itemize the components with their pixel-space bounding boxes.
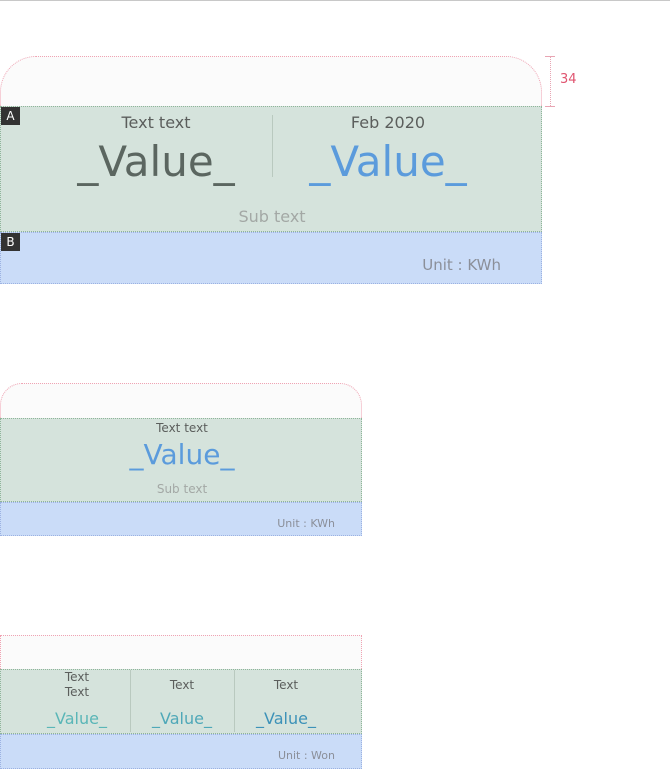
left-value: _Value_ (77, 137, 235, 186)
single-label: Text text (156, 421, 208, 435)
triple-unit-label: Unit : Won (277, 749, 335, 762)
col3-label: Text (273, 678, 299, 692)
col1-value: _Value_ (47, 709, 107, 728)
card-header-rounded (0, 56, 542, 106)
column-divider-1 (130, 670, 131, 732)
zone-b: B Unit : KWh (0, 232, 542, 284)
col1-label-line2: Text (64, 685, 90, 699)
top-divider (0, 0, 670, 1)
card-header-rounded (0, 383, 362, 418)
widget-three-values: Text Text _Value_ Text _Value_ Text _Val… (0, 635, 362, 769)
single-sub-text: Sub text (156, 482, 208, 496)
single-unit-label: Unit : KWh (277, 517, 335, 530)
dimension-label: 34 (560, 72, 577, 87)
zone-b-tag: B (1, 233, 20, 251)
zone-a: A Text text _Value_ Feb 2020 _Value_ Sub… (0, 106, 542, 232)
zone-a: Text text _Value_ Sub text (0, 418, 362, 502)
widget-single-value: Text text _Value_ Sub text Unit : KWh (0, 383, 362, 536)
right-value: _Value_ (309, 137, 467, 186)
dimension-line (550, 56, 552, 106)
widget-large-two-values: A Text text _Value_ Feb 2020 _Value_ Sub… (0, 56, 542, 284)
zone-a: Text Text _Value_ Text _Value_ Text _Val… (0, 669, 362, 734)
zone-a-tag: A (1, 107, 20, 125)
sub-text: Sub text (238, 207, 306, 226)
col2-label: Text (169, 678, 195, 692)
zone-b: Unit : Won (0, 734, 362, 769)
column-divider-2 (234, 670, 235, 732)
right-label: Feb 2020 (350, 113, 426, 132)
zone-b: Unit : KWh (0, 502, 362, 536)
dimension-tick-bottom (545, 106, 555, 107)
col1-label-line1: Text (64, 670, 90, 684)
single-value: _Value_ (129, 438, 235, 471)
column-divider (272, 115, 273, 177)
unit-label: Unit : KWh (422, 256, 501, 274)
card-header (0, 635, 362, 669)
left-label: Text text (121, 113, 191, 132)
col3-value: _Value_ (256, 709, 316, 728)
col2-value: _Value_ (152, 709, 212, 728)
